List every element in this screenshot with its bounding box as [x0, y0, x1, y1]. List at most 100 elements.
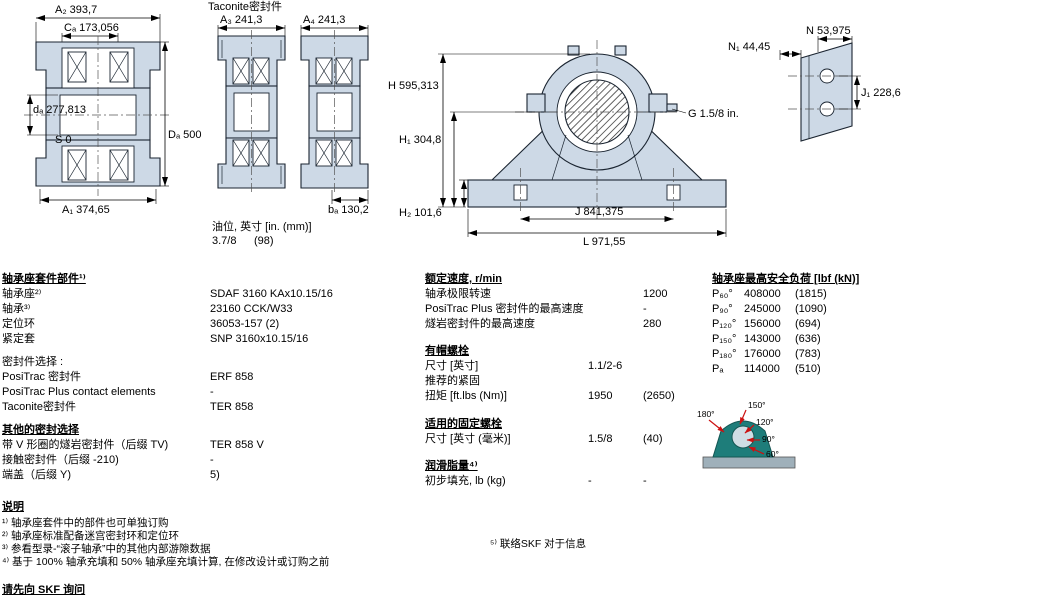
dim-H2: H₂ 101,6	[399, 179, 468, 219]
spec-value: 408000	[744, 288, 781, 300]
dim-ba-label: bₐ 130,2	[328, 204, 369, 216]
spec-value: 23160 CCK/W33	[210, 303, 293, 315]
dim-ca-label: Cₐ 173,056	[64, 22, 119, 34]
consult-skf-footer: 请先向 SKF 询问	[2, 584, 86, 596]
spec-value: TER 858	[210, 401, 254, 413]
other-seals-title: 其他的密封选择	[2, 424, 79, 436]
table-row: P₆₀° 408000 (1815)	[712, 287, 859, 302]
spec-value: TER 858 V	[210, 439, 264, 451]
diagram-housing-base	[702, 456, 796, 469]
spec-label: 推荐的紧固	[425, 375, 480, 387]
spec-value: 36053-157 (2)	[210, 318, 280, 330]
rated-speeds-section: 额定速度, r/min 轴承极限转速 1200 PosiTrac Plus 密封…	[425, 272, 667, 332]
table-row: P₉₀° 245000 (1090)	[712, 302, 859, 317]
dim-s-label: S 0	[55, 134, 72, 146]
attachment-bolts-title: 适用的固定螺栓	[425, 418, 502, 430]
table-row: 扭矩 [ft.lbs (Nm)] 1950 (2650)	[425, 389, 675, 404]
dim-H: H 595,313	[388, 53, 590, 208]
dim-a1-label: A₁ 374,65	[62, 204, 110, 216]
table-row: 接触密封件（后缀 -210) -	[2, 453, 264, 468]
safe-loads-title: 轴承座最高安全负荷 [lbf (kN)]	[712, 273, 860, 285]
seal-selection-section: 密封件选择 : PosiTrac 密封件 ERF 858 PosiTrac Pl…	[2, 355, 253, 415]
dim-L-label: L 971,55	[583, 236, 625, 248]
technical-drawings: A₂ 393,7 Cₐ 173,056	[24, 0, 901, 248]
spec-label: P₁₂₀°	[712, 318, 737, 330]
dim-J1-label: J₁ 228,6	[861, 87, 901, 99]
angle-label-90: 90°	[762, 434, 775, 444]
spec-value	[588, 374, 643, 389]
body-rib-left	[551, 134, 567, 181]
diagram-shaft	[731, 425, 755, 449]
spec-label: 尺寸 [英寸]	[425, 360, 479, 372]
drawing-taconite-seal-sections: Taconite密封件 A₃ 241,3	[208, 0, 369, 247]
grease-fitting	[666, 103, 678, 112]
spec-value	[588, 317, 643, 332]
drawing-front-view: H 595,313 H₁ 304,8 H₂ 101,6 G 1.5/8 in. …	[388, 40, 739, 248]
spec-value: -	[588, 475, 592, 487]
spec-label: PosiTrac 密封件	[2, 371, 82, 383]
spec-value: 1.5/8	[588, 433, 613, 445]
spec-value	[588, 302, 643, 317]
spec-label: 接触密封件（后缀 -210)	[2, 454, 119, 466]
dim-H-label: H 595,313	[388, 80, 439, 92]
spec-label: 端盖（后缀 Y)	[2, 469, 72, 481]
dim-N-label: N 53,975	[806, 25, 851, 37]
table-row: 定位环 36053-157 (2)	[2, 317, 333, 332]
table-row: 尺寸 [英寸 (毫米)] 1.5/8 (40)	[425, 432, 663, 447]
table-row: P₁₈₀° 176000 (783)	[712, 347, 859, 362]
table-row: PosiTrac 密封件 ERF 858	[2, 370, 253, 385]
spec-label: Pₐ	[712, 363, 724, 375]
table-row: Pₐ 114000 (510)	[712, 362, 859, 377]
spec-label: P₁₈₀°	[712, 348, 737, 360]
table-row: 推荐的紧固	[425, 374, 675, 389]
spec-label: Taconite密封件	[2, 401, 76, 413]
angle-label-180: 180°	[697, 409, 715, 419]
oil-level-note: 油位, 英寸 [in. (mm)] 3.7/8 (98)	[212, 219, 312, 247]
spec-value: (510)	[795, 363, 821, 375]
dim-ca: Cₐ 173,056	[61, 22, 119, 48]
spec-value: (636)	[795, 333, 821, 345]
table-row: 尺寸 [英寸] 1.1/2-6	[425, 359, 675, 374]
seal-selection-label-row: 密封件选择 :	[2, 355, 253, 370]
spec-value	[588, 287, 643, 302]
spec-value: 1200	[643, 288, 668, 300]
parts-section: 轴承座套件部件¹⁾ 轴承座²⁾ SDAF 3160 KAx10.15/16 轴承…	[2, 272, 333, 347]
dim-J: J 841,375	[520, 206, 674, 222]
table-row: PosiTrac Plus contact elements -	[2, 385, 253, 400]
notes-title: 说明	[2, 501, 24, 513]
safe-loads-section: 轴承座最高安全负荷 [lbf (kN)] P₆₀° 408000 (1815) …	[712, 272, 859, 377]
spec-label: 尺寸 [英寸 (毫米)]	[425, 433, 511, 445]
footnote: ⁴⁾ 基于 100% 轴承充填和 50% 轴承座充填计算, 在修改设计或订购之前	[2, 556, 330, 568]
table-row: 燧岩密封件的最高速度 280	[425, 317, 667, 332]
table-row: 轴承³⁾ 23160 CCK/W33	[2, 302, 333, 317]
dim-da-bore: dₐ 277,813	[27, 94, 86, 136]
spec-label: PosiTrac Plus 密封件的最高速度	[425, 303, 584, 315]
spec-value: 156000	[744, 318, 781, 330]
spec-label: 燧岩密封件的最高速度	[425, 318, 535, 330]
taconite-label: Taconite密封件	[208, 0, 282, 13]
spec-label: 轴承座²⁾	[2, 288, 42, 300]
load-arrows	[708, 409, 765, 455]
spec-label: P₆₀°	[712, 288, 733, 300]
cap-bolt-boss-right	[648, 93, 668, 113]
angle-label-150: 150°	[748, 400, 766, 410]
dim-H1-label: H₁ 304,8	[399, 134, 441, 146]
spec-value: 143000	[744, 333, 781, 345]
spec-value: (40)	[643, 433, 663, 445]
footnote: ³⁾ 参看型录-“滚子轴承”中的其他内部游隙数据	[2, 543, 211, 555]
drawing-side-section-view: A₂ 393,7 Cₐ 173,056	[24, 4, 201, 216]
spec-value: 1.1/2-6	[588, 360, 623, 372]
other-seals-section: 其他的密封选择 带 V 形圈的燧岩密封件（后缀 TV) TER 858 V 接触…	[2, 423, 264, 483]
spec-label: P₁₅₀°	[712, 333, 737, 345]
table-row: Taconite密封件 TER 858	[2, 400, 253, 415]
oil-level-value-mm: (98)	[254, 235, 274, 247]
spec-value: 176000	[744, 348, 781, 360]
spec-value: (1090)	[795, 303, 827, 315]
body-rib-right	[627, 134, 643, 181]
spec-value: (1815)	[795, 288, 827, 300]
footnotes-section: 说明 ¹⁾ 轴承座套件中的部件也可单独订购 ²⁾ 轴承座标准配备迷宫密封环和定位…	[2, 500, 329, 569]
spec-label: PosiTrac Plus contact elements	[2, 386, 156, 398]
spec-value: 114000	[744, 363, 780, 375]
spec-value: SDAF 3160 KAx10.15/16	[210, 288, 333, 300]
spec-value: 280	[643, 318, 662, 330]
